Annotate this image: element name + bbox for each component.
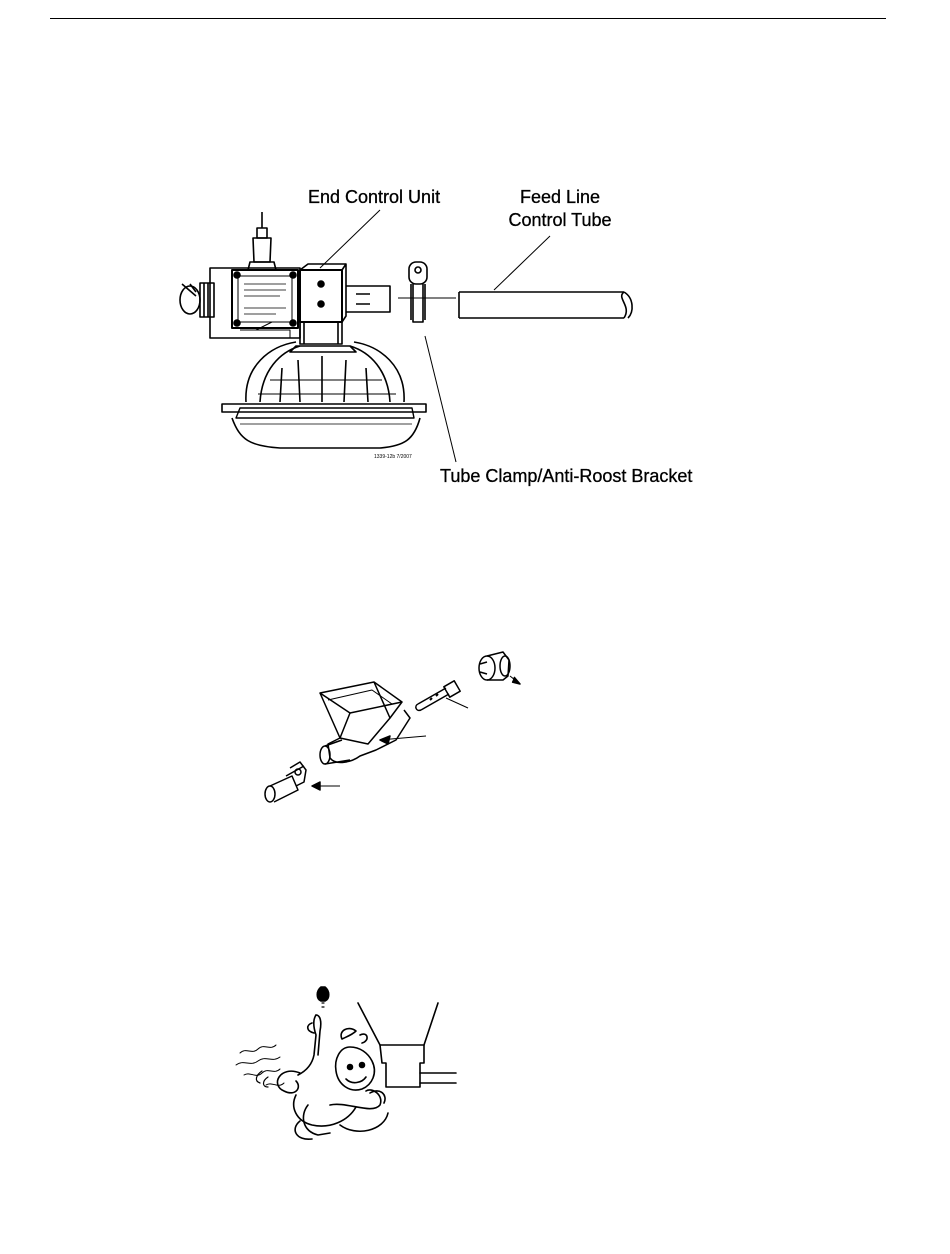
idea-cartoon-drawing (0, 975, 950, 1155)
end-control-unit-label: End Control Unit (308, 186, 468, 208)
tube-clamp-label: Tube Clamp/Anti-Roost Bracket (440, 465, 740, 487)
hopper-exploded-figure (0, 600, 950, 820)
feed-line-label: Feed Line (480, 186, 640, 208)
end-control-unit-drawing: 1339-12b 7/2007 (0, 0, 950, 520)
end-control-unit-figure: 1339-12b 7/2007 End Control Unit Feed Li… (0, 0, 950, 520)
idea-cartoon-figure (0, 975, 950, 1155)
control-tube-label: Control Tube (480, 209, 640, 231)
hopper-exploded-drawing (0, 600, 950, 820)
part-number-label: 1339-12b 7/2007 (374, 454, 412, 460)
